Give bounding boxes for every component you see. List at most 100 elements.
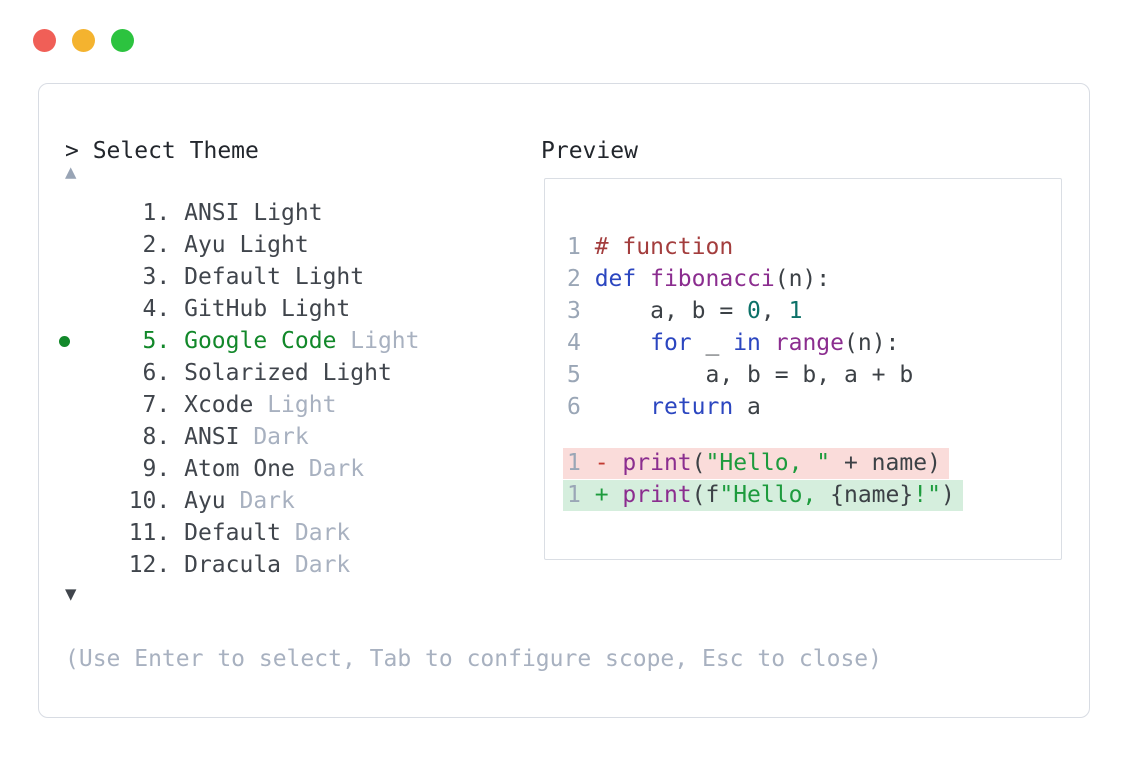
code-token (636, 266, 650, 292)
theme-option-number: 12. (101, 552, 185, 578)
code-token: (n): (774, 266, 831, 292)
code-token: return (650, 394, 734, 420)
theme-option-name: Solarized Light (184, 360, 392, 386)
code-token: "Hello, (719, 482, 831, 508)
theme-option-7[interactable]: 7. Xcode Light (39, 389, 1089, 421)
code-token: in (733, 330, 761, 356)
theme-option-name: Ayu Light (184, 232, 309, 258)
code-token (595, 330, 650, 356)
line-number: 2 (567, 266, 595, 292)
theme-option-number: 6. (101, 360, 185, 386)
theme-option-4[interactable]: 4. GitHub Light (39, 293, 1089, 325)
diff-sample: 1 - print("Hello, " + name)1 + print(f"H… (563, 447, 963, 511)
code-line: 6 return a (567, 391, 913, 423)
theme-option-number: 7. (101, 392, 185, 418)
line-number: 3 (567, 298, 595, 324)
code-token: # function (594, 234, 734, 260)
code-token: ( (691, 450, 706, 476)
code-token: a, b = b, a + b (594, 362, 914, 388)
code-line: 5 a, b = b, a + b (567, 359, 913, 391)
code-token: (n): (844, 330, 900, 356)
code-token: "Hello, " (705, 450, 831, 476)
line-number: 4 (567, 330, 595, 356)
code-token: def (594, 266, 637, 292)
code-line: 2 def fibonacci(n): (567, 263, 913, 295)
theme-option-name: Google Code (184, 328, 337, 354)
theme-option-number: 9. (101, 456, 185, 482)
line-number: 6 (567, 394, 595, 420)
theme-option-name: Dracula (184, 552, 282, 578)
theme-option-number: 10. (101, 488, 185, 514)
theme-option-name: Xcode (184, 392, 254, 418)
theme-option-variant: Light (336, 328, 420, 354)
code-token (595, 394, 650, 420)
code-line: 4 for _ in range(n): (567, 327, 913, 359)
selected-theme-bullet-icon (59, 336, 70, 347)
code-line: 1 # function (567, 231, 913, 263)
theme-option-number: 4. (101, 296, 185, 322)
theme-option-3[interactable]: 3. Default Light (39, 261, 1089, 293)
footer-hint: (Use Enter to select, Tab to configure s… (65, 646, 882, 672)
theme-list: 1. ANSI Light 2. Ayu Light 3. Default Li… (39, 197, 1089, 581)
line-number: 5 (567, 362, 595, 388)
code-token: !" (913, 482, 941, 508)
theme-option-1[interactable]: 1. ANSI Light (39, 197, 1089, 229)
code-token: - (580, 450, 623, 476)
code-token: print (622, 482, 692, 508)
code-token: , (760, 298, 789, 324)
zoom-button[interactable] (111, 29, 134, 52)
theme-option-number: 8. (101, 424, 185, 450)
code-token: (f (691, 482, 720, 508)
theme-option-name: ANSI (184, 424, 240, 450)
preview-label: Preview (541, 138, 638, 164)
theme-option-number: 1. (101, 200, 185, 226)
code-token: print (622, 450, 692, 476)
theme-option-variant: Dark (225, 488, 295, 514)
theme-option-number: 11. (101, 520, 185, 546)
code-token: _ (691, 330, 734, 356)
scroll-down-indicator-icon[interactable]: ▼ (65, 583, 77, 605)
code-token: ) (940, 482, 955, 508)
code-token: range (774, 330, 844, 356)
code-token: + name) (830, 450, 941, 476)
code-token (761, 330, 775, 356)
theme-option-9[interactable]: 9. Atom One Dark (39, 453, 1089, 485)
code-token: a, b = (594, 298, 748, 324)
select-theme-prompt: > Select Theme (65, 138, 259, 164)
minimize-button[interactable] (72, 29, 95, 52)
theme-option-name: ANSI Light (184, 200, 323, 226)
theme-option-5[interactable]: 5. Google Code Light (39, 325, 1089, 357)
line-number: 1 (567, 482, 581, 508)
theme-option-name: GitHub Light (184, 296, 351, 322)
theme-option-variant: Light (253, 392, 337, 418)
theme-option-variant: Dark (281, 520, 351, 546)
line-number: 1 (567, 234, 595, 260)
theme-option-name: Default (184, 520, 282, 546)
theme-option-6[interactable]: 6. Solarized Light (39, 357, 1089, 389)
theme-option-name: Ayu (184, 488, 226, 514)
code-line: 3 a, b = 0, 1 (567, 295, 913, 327)
theme-option-name: Default Light (184, 264, 365, 290)
theme-option-variant: Dark (239, 424, 309, 450)
theme-option-10[interactable]: 10. Ayu Dark (39, 485, 1089, 517)
theme-option-number: 2. (101, 232, 185, 258)
code-token: a (733, 394, 761, 420)
code-token: fibonacci (650, 266, 775, 292)
theme-option-12[interactable]: 12. Dracula Dark (39, 549, 1089, 581)
theme-option-8[interactable]: 8. ANSI Dark (39, 421, 1089, 453)
close-button[interactable] (33, 29, 56, 52)
window-controls (33, 29, 134, 52)
theme-option-number: 3. (101, 264, 185, 290)
scroll-up-indicator-icon[interactable]: ▲ (65, 161, 77, 183)
code-token: 0 (747, 298, 761, 324)
theme-option-2[interactable]: 2. Ayu Light (39, 229, 1089, 261)
line-number: 1 (567, 450, 581, 476)
code-token: {name} (830, 482, 914, 508)
code-token: + (580, 482, 623, 508)
theme-option-11[interactable]: 11. Default Dark (39, 517, 1089, 549)
theme-option-variant: Dark (294, 456, 365, 482)
theme-option-variant: Dark (281, 552, 351, 578)
diff-removed-line: 1 - print("Hello, " + name) (563, 448, 949, 479)
